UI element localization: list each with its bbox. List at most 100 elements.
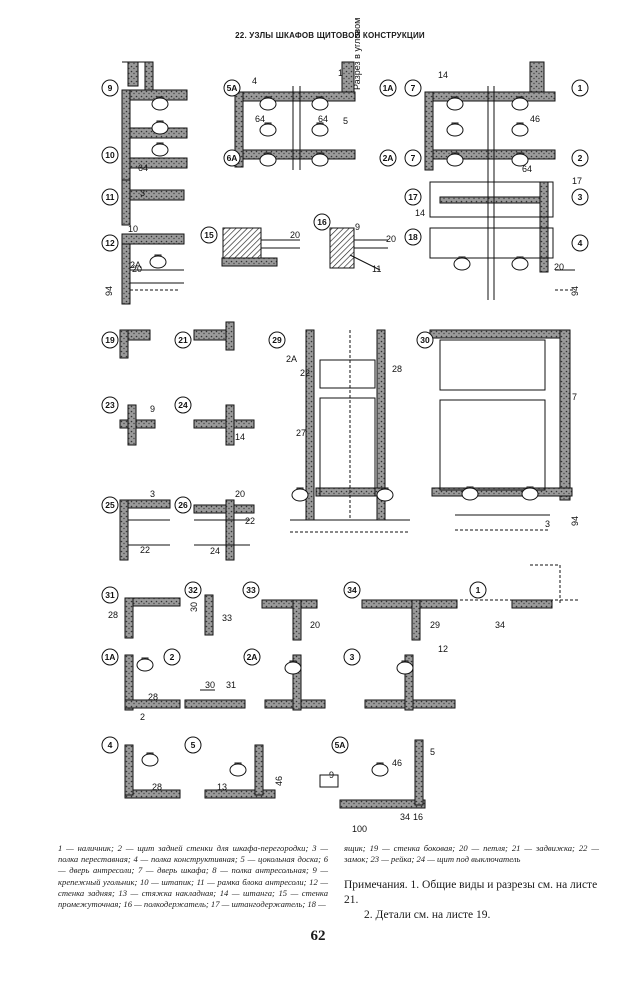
callout-circle	[101, 79, 119, 97]
drawing-label: 2А	[286, 354, 297, 364]
callout-number: 16	[317, 217, 327, 227]
panel	[127, 404, 137, 446]
panel	[225, 321, 235, 351]
hinge-icon	[259, 153, 277, 167]
panel	[559, 329, 571, 501]
drawing-label: 94	[570, 286, 580, 296]
page-number: 62	[310, 928, 326, 944]
callout-circle	[101, 234, 119, 252]
callout-circle	[571, 188, 589, 206]
panel	[411, 599, 421, 641]
panel	[121, 89, 188, 101]
hinge-icon	[151, 97, 169, 111]
hinge-icon	[446, 153, 464, 167]
drawing-label: 16	[413, 812, 423, 822]
callout-number: 3	[578, 192, 583, 202]
panel	[221, 257, 278, 267]
panel	[225, 499, 235, 561]
panel	[184, 699, 246, 709]
panel	[429, 329, 561, 339]
panel	[121, 157, 188, 169]
callout-circle	[571, 79, 589, 97]
callout-number: 5А	[227, 83, 238, 93]
callout-number: 1А	[383, 83, 394, 93]
drawing-label: 28	[148, 692, 158, 702]
drawing-label: 46	[530, 114, 540, 124]
drawing-label: 5	[430, 747, 435, 757]
callout-circle	[404, 149, 422, 167]
panel	[292, 654, 302, 711]
drawing-label: 20	[310, 620, 320, 630]
callout-circle	[343, 648, 361, 666]
drawing-label: 3	[150, 489, 155, 499]
callout-number: 18	[408, 232, 418, 242]
hinge-icon	[511, 97, 529, 111]
drawing-label: 9	[329, 770, 334, 780]
hatched-wall	[222, 227, 262, 261]
hinge-icon	[521, 487, 539, 501]
drawing-label: 14	[235, 432, 245, 442]
hinge-icon	[453, 257, 471, 271]
callout-number: 19	[105, 335, 115, 345]
hinge-icon	[284, 661, 302, 675]
drawing-label: 64	[255, 114, 265, 124]
callout-number: 2А	[383, 153, 394, 163]
callout-number: 34	[347, 585, 357, 595]
hinge-icon	[311, 153, 329, 167]
drawing-label: 64	[318, 114, 328, 124]
callout-circle	[571, 149, 589, 167]
panel	[414, 739, 424, 806]
callout-circle	[404, 79, 422, 97]
panel	[121, 233, 185, 245]
callout-number: 5А	[335, 740, 346, 750]
drawing-label: 2	[140, 712, 145, 722]
drawing-label: 9	[355, 222, 360, 232]
outline	[439, 339, 546, 391]
hinge-icon	[141, 753, 159, 767]
callout-number: 25	[105, 500, 115, 510]
drawing-label: 20	[386, 234, 396, 244]
drawing-label: 28	[152, 782, 162, 792]
panel	[305, 329, 315, 521]
hinge-icon	[396, 661, 414, 675]
drawing-label: 10	[128, 224, 138, 234]
callout-circle	[404, 188, 422, 206]
drawing-label: 14	[415, 208, 425, 218]
legend-right: ящик; 19 — стенка боковая; 20 — петля; 2…	[344, 843, 599, 865]
callout-number: 7	[411, 83, 416, 93]
callout-number: 2	[170, 652, 175, 662]
drawing-label: 100	[352, 824, 367, 834]
hinge-icon	[259, 97, 277, 111]
sheet-title: 22. УЗЛЫ ШКАФОВ ЩИТОВОЙ КОНСТРУКЦИИ	[235, 31, 425, 40]
callout-circle	[174, 496, 192, 514]
hinge-icon	[291, 488, 309, 502]
hatched-wall	[329, 227, 355, 269]
drawing-label: 30	[205, 680, 215, 690]
hinge-icon	[259, 123, 277, 137]
drawing-label: 20	[235, 489, 245, 499]
panel	[121, 89, 131, 181]
drawing-label: 3	[545, 519, 550, 529]
hinge-icon	[229, 763, 247, 777]
drawing-label: 12	[438, 644, 448, 654]
callout-circle	[379, 149, 397, 167]
outline	[319, 359, 376, 389]
panel	[121, 189, 185, 201]
callout-circle	[379, 79, 397, 97]
callout-number: 10	[105, 150, 115, 160]
drawing-label: 22	[300, 368, 310, 378]
callout-number: 15	[204, 230, 214, 240]
callout-circle	[174, 396, 192, 414]
note-line-1: Примечания. 1. Общие виды и разрезы см. …	[344, 879, 598, 906]
panel	[124, 744, 134, 796]
callout-number: 2А	[247, 652, 258, 662]
hinge-icon	[511, 153, 529, 167]
hinge-icon	[511, 257, 529, 271]
callout-circle	[101, 396, 119, 414]
callout-circle	[200, 226, 218, 244]
panel	[339, 799, 426, 809]
callout-circle	[331, 736, 349, 754]
panel	[119, 499, 129, 561]
callout-circle	[101, 648, 119, 666]
callout-number: 24	[178, 400, 188, 410]
